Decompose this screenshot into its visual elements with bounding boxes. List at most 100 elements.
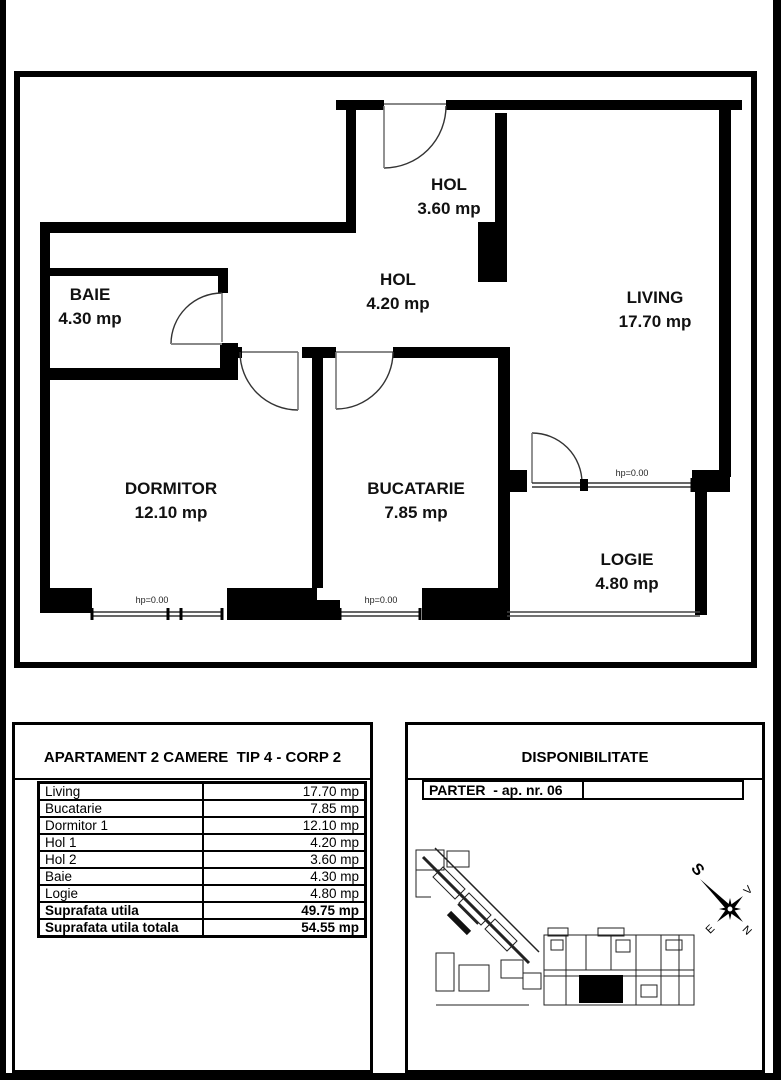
row-label: Living: [37, 781, 204, 801]
compass-center: [726, 905, 734, 913]
plan-outer-frame: [14, 71, 757, 668]
bucatarie-door-arc: [335, 351, 394, 410]
row-value: 49.75 mp: [202, 901, 367, 920]
site-room: [640, 984, 658, 998]
room-name: DORMITOR: [124, 479, 218, 498]
room-label-logie: LOGIE 4.80 mp: [595, 548, 658, 596]
row-value: 17.70 mp: [202, 781, 367, 801]
area-table: Living 17.70 mp Bucatarie 7.85 mp Dormit…: [37, 781, 367, 938]
room-name: BAIE: [69, 285, 111, 304]
room-area: 12.10 mp: [134, 503, 208, 522]
room-name: HOL: [431, 175, 467, 194]
page-border-bottom: [0, 1073, 781, 1080]
level-label-bucatarie: hp=0.00: [364, 595, 398, 605]
site-highlighted-unit: [579, 975, 623, 1003]
row-label: Hol 1: [37, 833, 204, 852]
room-label-living: LIVING 17.70 mp: [619, 286, 692, 334]
baie-door-arc: [170, 292, 223, 345]
room-area: 4.80 mp: [595, 574, 659, 593]
row-value: 54.55 mp: [202, 918, 367, 938]
availability-panel: DISPONIBILITATE PARTER - ap. nr. 06: [405, 722, 765, 1073]
wall-baie-bottom: [44, 368, 238, 380]
table-row: Hol 1 4.20 mp: [37, 833, 367, 852]
wall-partition-cap: [302, 347, 336, 358]
table-row-total-totala: Suprafata utila totala 54.55 mp: [37, 918, 367, 938]
summary-divider: [12, 778, 373, 780]
site-stairs: [446, 910, 472, 936]
room-area: 7.85 mp: [384, 503, 448, 522]
floor-apartment-label: PARTER - ap. nr. 06: [424, 782, 584, 798]
plan-linework: [90, 103, 700, 620]
wall-entrance-top-left: [336, 100, 384, 110]
room-label-dormitor: DORMITOR 12.10 mp: [125, 477, 217, 525]
room-area: 4.20 mp: [366, 294, 430, 313]
row-label: Logie: [37, 884, 204, 903]
room-label-bucatarie: BUCATARIE 7.85 mp: [367, 477, 465, 525]
room-label-hol1: HOL 3.60 mp: [417, 173, 480, 221]
site-block: [435, 952, 455, 992]
wall-upper-long: [40, 222, 356, 233]
compass-label-south: S: [687, 860, 707, 879]
table-row: Hol 2 3.60 mp: [37, 850, 367, 869]
compass-star: [700, 879, 743, 922]
wall-pier-bottom-center: [227, 588, 317, 620]
wall-logie-pier-left: [498, 470, 527, 492]
site-block: [446, 850, 470, 868]
wall-hol1-left: [346, 100, 356, 225]
table-row: Dormitor 1 12.10 mp: [37, 816, 367, 835]
wall-logie-right: [695, 492, 707, 615]
site-room: [550, 939, 564, 951]
wall-apartment-left: [40, 222, 50, 613]
site-block: [522, 972, 542, 990]
compass-label-north: N: [740, 924, 754, 938]
wall-baie-right-upper: [218, 268, 228, 293]
table-row: Living 17.70 mp: [37, 781, 367, 801]
site-edge: [415, 870, 431, 898]
row-value: 4.20 mp: [202, 833, 367, 852]
site-diagonal-edge: [434, 847, 540, 953]
row-label: Dormitor 1: [37, 816, 204, 835]
room-label-hol2: HOL 4.20 mp: [366, 268, 429, 316]
wall-hol1-right: [495, 113, 507, 222]
room-area: 4.30 mp: [58, 309, 122, 328]
site-block: [500, 959, 524, 979]
site-unit: [458, 892, 492, 926]
wall-dormitor-door-jamb: [232, 347, 242, 358]
row-value: 7.85 mp: [202, 799, 367, 818]
summary-panel: APARTAMENT 2 CAMERE TIP 4 - CORP 2 Livin…: [12, 722, 373, 1073]
wall-baie-top: [47, 268, 228, 276]
dormitor-door-arc: [239, 351, 299, 411]
room-name: LOGIE: [600, 550, 654, 569]
wall-hol-living-pier: [478, 222, 507, 282]
site-block: [458, 964, 490, 992]
site-room: [665, 939, 683, 951]
wall-dormitor-bucatarie: [312, 358, 323, 588]
table-row: Baie 4.30 mp: [37, 867, 367, 886]
row-label: Suprafata utila: [37, 901, 204, 920]
row-label: Suprafata utila totala: [37, 918, 204, 938]
row-value: 4.80 mp: [202, 884, 367, 903]
row-label: Hol 2: [37, 850, 204, 869]
site-stairs-edge: [457, 903, 479, 925]
room-name: BUCATARIE: [367, 479, 465, 498]
row-value: 4.30 mp: [202, 867, 367, 886]
page-border-right: [773, 0, 781, 1080]
wall-pier-bottom-right: [422, 588, 507, 620]
site-room: [615, 939, 631, 953]
wall-living-right: [719, 110, 731, 477]
site-diagonal-corridor: [421, 855, 531, 965]
row-value: 3.60 mp: [202, 850, 367, 869]
row-value: 12.10 mp: [202, 816, 367, 835]
room-area: 17.70 mp: [618, 312, 692, 331]
site-unit: [484, 918, 518, 952]
site-unit: [432, 866, 466, 900]
table-row: Logie 4.80 mp: [37, 884, 367, 903]
compass-point-south: [700, 879, 733, 912]
page-border-left: [0, 0, 6, 1080]
row-label: Bucatarie: [37, 799, 204, 818]
wall-pier-bottom-left: [40, 588, 92, 613]
wall-top-living: [446, 100, 742, 110]
availability-empty-cell: [584, 782, 742, 798]
compass-label-west: V: [742, 883, 756, 897]
